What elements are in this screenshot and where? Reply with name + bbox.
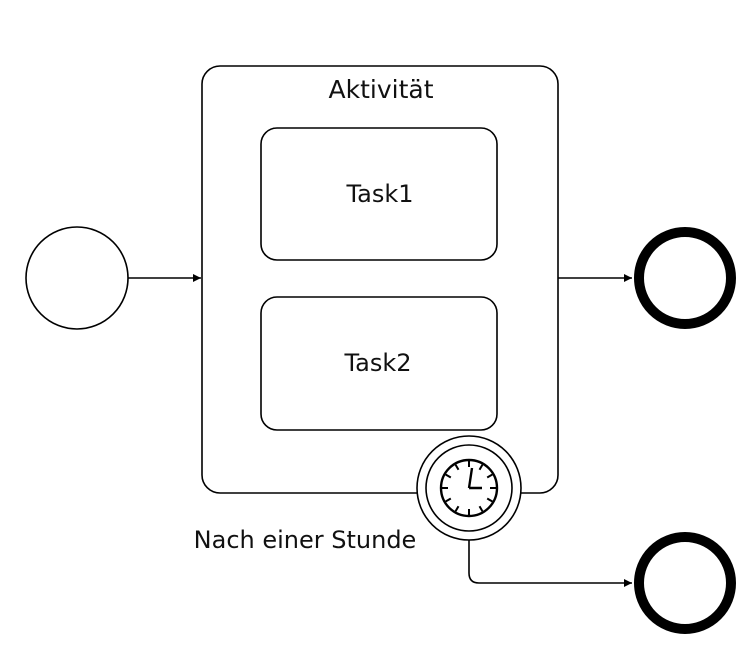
clock-tick [454,505,460,512]
subprocess-label: Aktivität [329,75,434,104]
task-1-box[interactable] [260,127,498,261]
task-1[interactable]: Task1 [260,127,498,261]
task-2-box[interactable] [260,296,498,431]
boundary-timer-label: Nach einer Stunde [194,526,417,554]
clock-tick [454,464,460,471]
clock-tick [478,464,484,471]
start-event[interactable] [25,226,129,330]
task-2[interactable]: Task2 [260,296,498,431]
boundary-timer-event[interactable] [416,435,522,541]
clock-tick [486,497,493,503]
task-2-label: Task2 [343,349,411,377]
end-event-timeout[interactable] [634,532,736,634]
clock-tick [445,497,452,503]
clock-tick [445,473,452,479]
end-event[interactable] [634,227,736,329]
clock-tick [478,505,484,512]
task-1-label: Task1 [345,180,413,208]
sequence-flow-timer-to-end[interactable] [468,540,632,587]
clock-tick [486,473,493,479]
clock-icon [439,458,499,518]
